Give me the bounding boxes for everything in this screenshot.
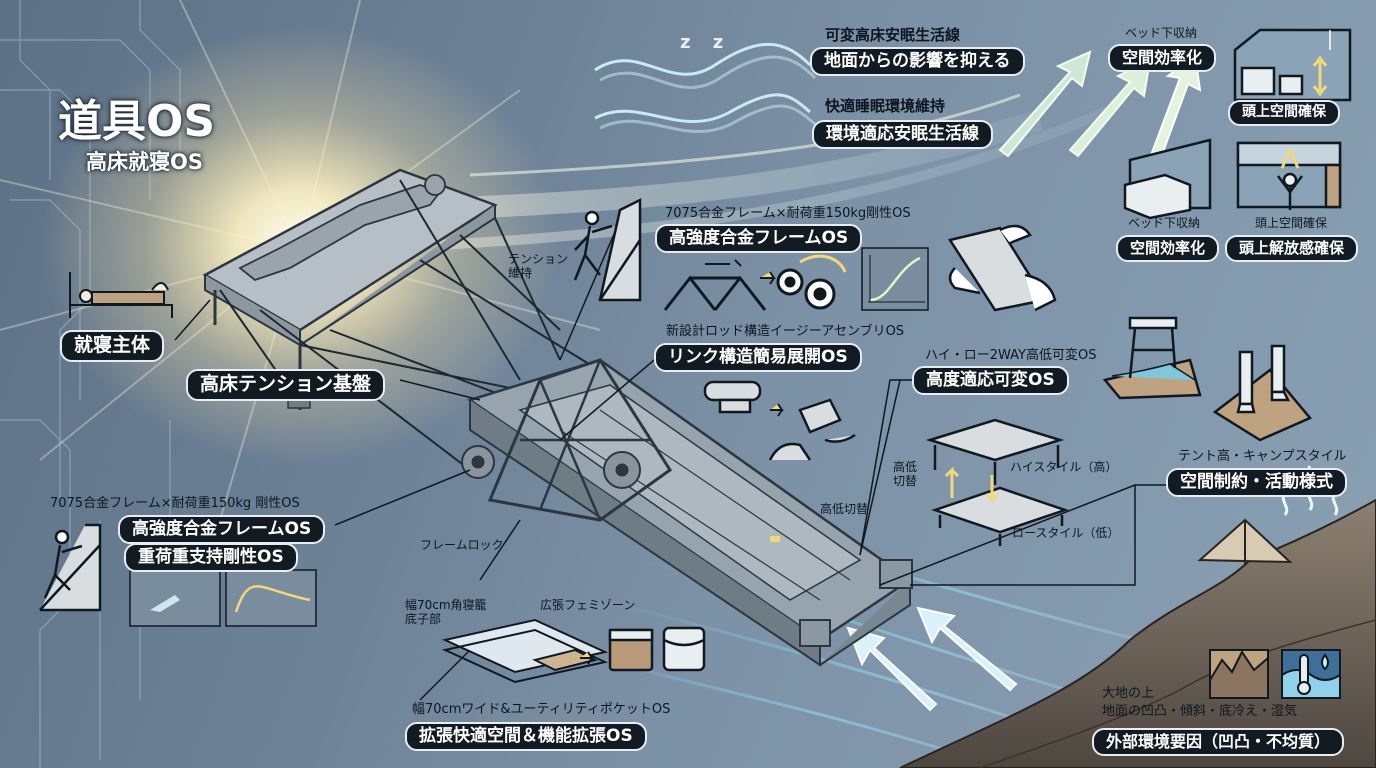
under-bed-pill: 空間効率化 xyxy=(1116,235,1220,262)
storage-top-pill: 空間効率化 xyxy=(1108,44,1217,72)
sleep-pill-1: 地面からの影響を抑える xyxy=(810,47,1025,77)
frame-lock-label: フレームロック xyxy=(420,538,504,552)
height-label: ハイ・ロー2WAY高低可変OS xyxy=(925,348,1097,363)
stool-terrain-icon xyxy=(1102,316,1202,400)
height-switch-label: 高低 切替 xyxy=(893,460,918,489)
legs-ground-icon xyxy=(1212,344,1313,442)
storage-top-label: ベッド下収納 xyxy=(1125,26,1198,40)
utility-pocket-icon xyxy=(608,626,706,672)
climbing-person-icon xyxy=(39,523,102,612)
frame-top-label: 7075合金フレーム×耐荷重150kg剛性OS xyxy=(665,206,911,221)
headroom-pill: 頭上空間確保 xyxy=(1228,100,1340,126)
link-pill: リンク構造簡易展開OS xyxy=(654,343,862,373)
flow-arrows xyxy=(998,50,1202,162)
under-bed-label: ベッド下収納 xyxy=(1128,216,1201,230)
tent-pill: 空間制約・活動様式 xyxy=(1166,468,1347,498)
page-subtitle: 高床就寝OS xyxy=(86,150,203,174)
high-low-platform-icon xyxy=(925,418,1069,546)
under-bed-storage-icon xyxy=(1123,138,1212,220)
link-assembly-icon xyxy=(703,380,856,461)
sleeping-person-icon xyxy=(69,272,173,318)
link-label: 新設計ロッド構造イージーアセンブリOS xyxy=(666,324,905,339)
frame-left-pill-1: 高強度合金フレームOS xyxy=(118,515,326,545)
stress-graph-icon xyxy=(129,569,317,627)
storage-box-icon xyxy=(1233,28,1352,102)
zone-label: 広張フェミゾーン xyxy=(540,598,636,612)
hands-plank-icon xyxy=(947,224,1057,312)
frame-left-label: 7075合金フレーム×耐荷重150kg 剛性OS xyxy=(50,496,300,511)
ground-label-2: 地面の凹凸・傾斜・底冷え・湿気 xyxy=(1102,704,1298,719)
truss-gear-icon xyxy=(663,254,847,311)
ground-arrows xyxy=(846,606,1018,712)
sleep-pill-2: 環境適応安眠生活線 xyxy=(812,120,993,150)
bed-frame-illustration xyxy=(202,168,913,667)
pocket-pill: 拡張快適空間＆機能拡張OS xyxy=(405,722,647,752)
height-pill: 高度適応可変OS xyxy=(912,366,1069,396)
sleep-label-1: 可変高床安眠生活線 xyxy=(825,26,961,44)
curve-graph-icon xyxy=(861,247,929,311)
climbing-wall-icon xyxy=(573,197,642,302)
high-low-switch-label: 高低切替 xyxy=(820,502,869,516)
tent-label: テント高・キャンプスタイル xyxy=(1178,449,1347,464)
mountain xyxy=(899,498,1376,768)
ground-label-1: 大地の上 xyxy=(1102,686,1155,701)
moisture-thermometer-icon xyxy=(1281,649,1341,699)
page-title: 道具OS xyxy=(58,96,216,147)
frame-left-pill-2: 重荷重支持剛性OS xyxy=(124,543,298,573)
width-label: 幅70cm角寝籠 底子部 xyxy=(405,598,487,627)
headroom-open-label: 頭上空間確保 xyxy=(1255,216,1328,230)
sleep-z-mark: z z xyxy=(680,32,732,53)
ground-pill: 外部環境要因（凹凸・不均質） xyxy=(1092,728,1345,756)
frame-top-pill: 高強度合金フレームOS xyxy=(655,224,863,254)
headroom-open-pill: 頭上解放感確保 xyxy=(1225,235,1359,262)
high-style-label: ハイスタイル（高） xyxy=(1010,460,1118,474)
sleep-label-2: 快適睡眠環境維持 xyxy=(825,97,946,115)
tension-base-pill: 高床テンション基盤 xyxy=(186,369,386,401)
low-style-label: ロースタイル（低） xyxy=(1012,526,1120,540)
rough-terrain-icon xyxy=(1209,649,1269,699)
headroom-open-icon xyxy=(1236,141,1342,210)
pocket-label: 幅70cmワイド&ユーティリティポケットOS xyxy=(412,702,671,717)
sleep-waves xyxy=(594,42,817,133)
wide-mat-icon xyxy=(441,618,609,684)
sleeping-subject-pill: 就寝主体 xyxy=(60,330,165,362)
tension-keep-label: テンション 維持 xyxy=(508,252,569,281)
